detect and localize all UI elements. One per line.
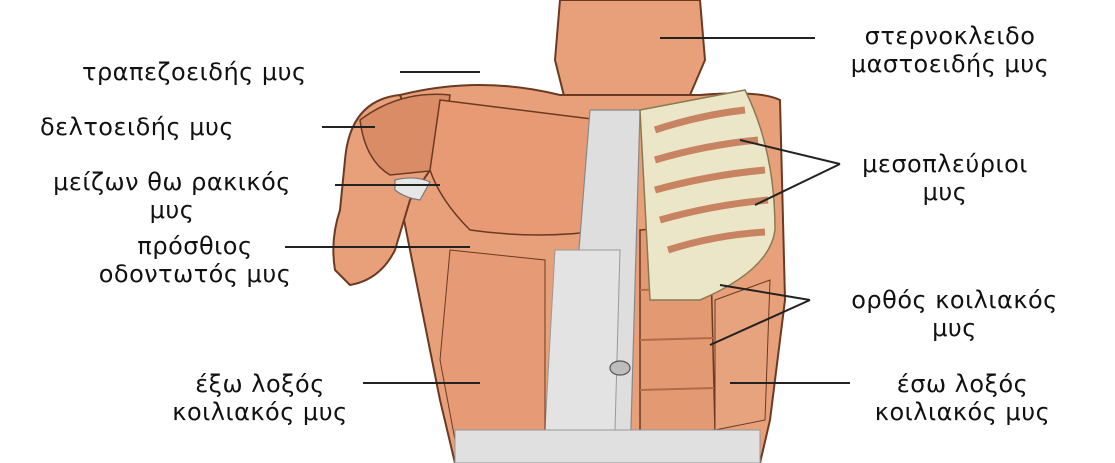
label-rectus: ορθός κοιλιακός μυς: [812, 286, 1097, 342]
label-serratus: πρόσθιος οδοντωτός μυς: [60, 232, 330, 288]
hip: [455, 430, 760, 463]
pectoral-muscle: [430, 100, 605, 235]
label-deltoid: δελτοειδής μυς: [40, 113, 234, 141]
label-int-oblique: έσω λοξός κοιλιακός μυς: [840, 370, 1085, 426]
label-pectoralis: μείζων θω ρακικός μυς: [12, 168, 332, 224]
external-oblique: [440, 250, 545, 440]
abdomen-left: [545, 250, 620, 430]
internal-oblique: [715, 280, 770, 430]
label-intercostal: μεσοπλεύριοι μυς: [840, 150, 1050, 206]
label-ext-oblique: έξω λοξός κοιλιακός μυς: [160, 370, 360, 426]
label-sternocleido: στερνοκλειδο μαστοειδής μυς: [815, 22, 1085, 78]
label-trapezius: τραπεζοειδής μυς: [82, 58, 307, 86]
navel: [610, 361, 630, 375]
neck: [555, 0, 705, 100]
